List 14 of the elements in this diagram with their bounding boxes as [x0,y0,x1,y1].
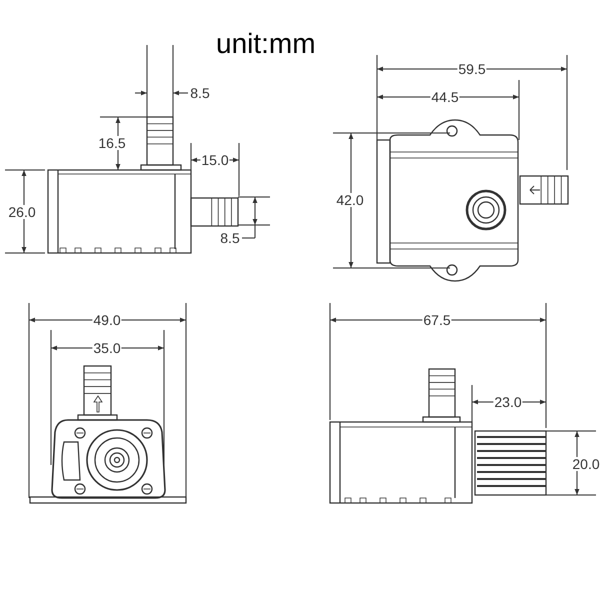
dimension-value: 23.0 [493,395,523,409]
dimension-value: 20.0 [571,457,600,471]
dimension-value: 42.0 [335,193,365,207]
dimension-value: 26.0 [7,205,37,219]
title: unit:mm [216,30,316,58]
dimension-value: 8.5 [219,231,241,245]
dimension-value: 44.5 [430,90,460,104]
dimension-value: 49.0 [92,313,122,327]
dimension-value: 8.5 [189,86,211,100]
dimension-value: 67.5 [422,313,452,327]
dimension-value: 35.0 [92,341,122,355]
dimension-value: 16.5 [97,136,127,150]
dimension-value: 15.0 [200,153,230,167]
dimension-value: 59.5 [457,62,487,76]
